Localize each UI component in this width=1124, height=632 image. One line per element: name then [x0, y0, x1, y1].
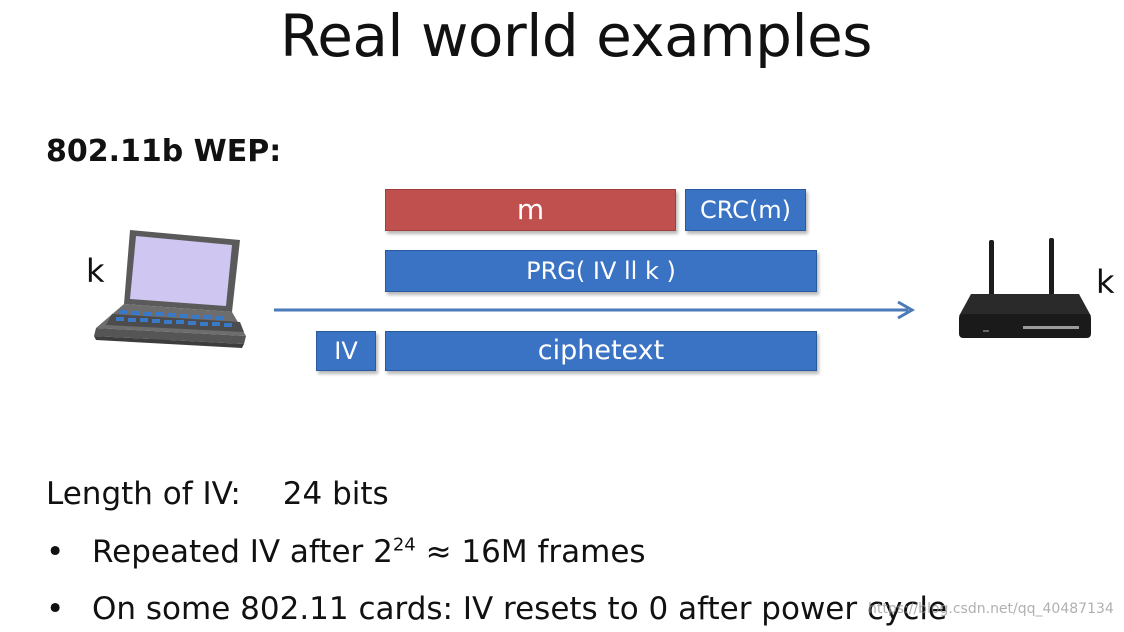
slide-title: Real world examples	[280, 2, 872, 70]
bullet-exponent: 24	[392, 534, 416, 556]
bullet-dot-icon: •	[46, 591, 65, 627]
watermark: https://blog.csdn.net/qq_40487134	[868, 601, 1114, 617]
bullet-item: • Repeated IV after 224 ≈ 16M frames	[46, 534, 646, 570]
slide-subtitle: 802.11b WEP:	[46, 134, 282, 169]
bullet-dot-icon: •	[46, 534, 65, 570]
bullet-text: On some 802.11 cards: IV resets to 0 aft…	[92, 591, 948, 627]
iv-length-value: 24 bits	[282, 476, 389, 512]
router-icon	[953, 232, 1098, 351]
bullet-text: Repeated IV after 2	[92, 534, 393, 570]
iv-box: IV	[316, 331, 376, 371]
crc-box: CRC(m)	[685, 189, 806, 231]
sender-key-label: k	[86, 252, 105, 290]
receiver-key-label: k	[1096, 263, 1115, 301]
laptop-icon	[90, 226, 250, 370]
message-box: m	[385, 189, 676, 231]
ciphertext-box: ciphetext	[385, 331, 817, 371]
iv-length-label: Length of IV:	[46, 476, 241, 512]
prg-box: PRG( IV ll k )	[385, 250, 817, 292]
bullet-item: • On some 802.11 cards: IV resets to 0 af…	[46, 591, 947, 627]
bullet-text: ≈ 16M frames	[415, 534, 646, 570]
transmission-arrow	[274, 300, 916, 320]
iv-length-line: Length of IV: 24 bits	[46, 476, 389, 512]
